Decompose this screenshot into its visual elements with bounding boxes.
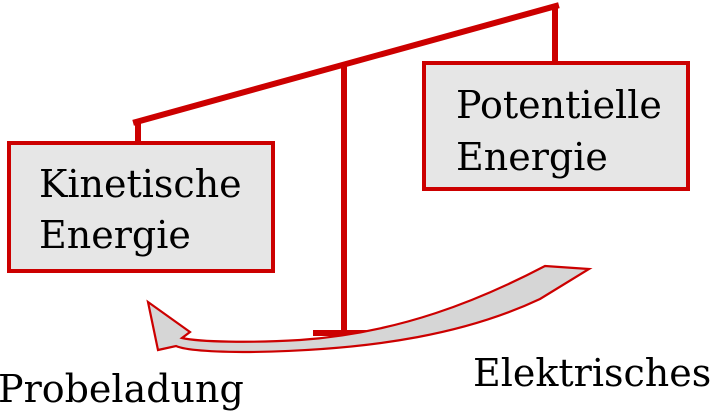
elektrisches-feld-label: Elektrisches Feld [473, 351, 716, 395]
potential-energy-label-line1: Potentielle [456, 83, 662, 127]
kinetic-energy-label-line2: Energie [39, 213, 191, 257]
potential-energy-box-frame [422, 61, 690, 191]
kinetic-energy-box: Kinetische Energie [7, 141, 275, 273]
probeladung-label: Probeladung [0, 367, 244, 411]
kinetic-energy-label-line1: Kinetische [39, 162, 242, 206]
curved-arrow [146, 264, 593, 354]
kinetic-energy-box-frame [7, 141, 275, 273]
potential-energy-box: Potentielle Energie [422, 61, 690, 191]
potential-energy-label-line2: Energie [456, 135, 608, 179]
